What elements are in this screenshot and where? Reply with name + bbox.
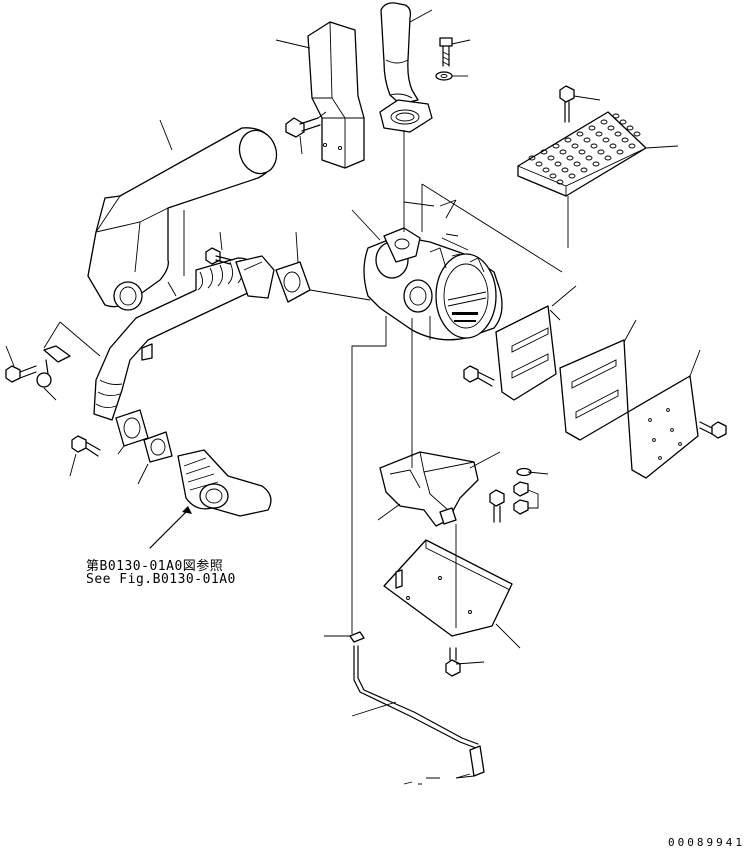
gasket-upper	[275, 261, 311, 303]
perforation-hole	[626, 125, 634, 131]
exhaust-cover	[307, 21, 365, 169]
bolt-shield-left	[463, 365, 495, 387]
perforation-hole	[609, 143, 617, 149]
bolt-left-1	[5, 365, 37, 383]
perforation-hole	[571, 143, 579, 149]
perforation-hole	[549, 173, 557, 179]
perforation-hole	[568, 173, 576, 179]
perforation-hole	[614, 131, 622, 137]
perforation-hole	[564, 137, 572, 143]
perforation-hole	[540, 149, 548, 155]
perforation-hole	[590, 143, 598, 149]
perforation-hole	[573, 161, 581, 167]
perforation-hole	[585, 155, 593, 161]
perforation-hole	[588, 125, 596, 131]
perforation-hole	[566, 155, 574, 161]
reference-arrow	[149, 506, 192, 549]
perforation-hole	[619, 119, 627, 125]
perforation-hole	[621, 137, 629, 143]
perforation-hole	[602, 137, 610, 143]
perforation-hole	[554, 161, 562, 167]
drawing-number: 00089941	[668, 836, 745, 849]
flange-lower	[115, 409, 149, 447]
bolt-bottom	[445, 647, 461, 677]
muffler-body	[363, 227, 503, 341]
perforation-hole	[580, 167, 588, 173]
reference-note-japanese: 第B0130-01A0図参照	[86, 559, 224, 574]
perforated-cover	[517, 111, 647, 197]
nut-washer-set	[489, 467, 532, 523]
gasket-lower	[143, 431, 173, 463]
lower-corrugated-tube	[177, 449, 272, 517]
perforation-hole	[542, 167, 550, 173]
bolt-shield-right	[699, 421, 727, 439]
perforation-hole	[535, 161, 543, 167]
perforation-hole	[552, 143, 560, 149]
clip-left	[36, 345, 71, 388]
perforation-hole	[628, 143, 636, 149]
leader-lines	[5, 9, 701, 785]
flex-hose	[93, 255, 275, 421]
perforation-hole	[583, 137, 591, 143]
washer-top	[435, 71, 453, 81]
bolt-left-2	[71, 435, 101, 457]
perforation-hole	[561, 167, 569, 173]
heat-shield-plate-3	[627, 375, 699, 479]
perforation-hole	[528, 155, 536, 161]
perforation-hole	[578, 149, 586, 155]
perforation-hole	[595, 131, 603, 137]
perforation-hole	[612, 113, 620, 119]
bolt-top	[439, 37, 453, 67]
perforation-hole	[600, 119, 608, 125]
perforation-hole	[559, 149, 567, 155]
heat-shield-plate-2	[559, 339, 629, 441]
perforation-hole	[597, 149, 605, 155]
reference-note-english: See Fig.B0130-01A0	[86, 572, 236, 587]
perforation-hole	[607, 125, 615, 131]
bolt-cover-top	[559, 85, 575, 123]
bolt-cover	[285, 117, 321, 138]
exhaust-flange	[379, 99, 433, 133]
perforation-hole	[556, 179, 564, 185]
perforation-hole	[633, 131, 641, 137]
perforation-hole	[604, 155, 612, 161]
support-rod	[349, 631, 485, 777]
main-exhaust-pipe	[87, 127, 278, 311]
perforation-hole	[616, 149, 624, 155]
perforation-hole	[547, 155, 555, 161]
bolt-hose	[205, 247, 233, 265]
exhaust-elbow-pipe	[380, 2, 419, 105]
perforation-hole	[576, 131, 584, 137]
perforation-hole	[592, 161, 600, 167]
heat-shield-plate-1	[495, 305, 557, 401]
muffler-bracket	[379, 451, 479, 527]
mounting-plate	[383, 539, 513, 637]
